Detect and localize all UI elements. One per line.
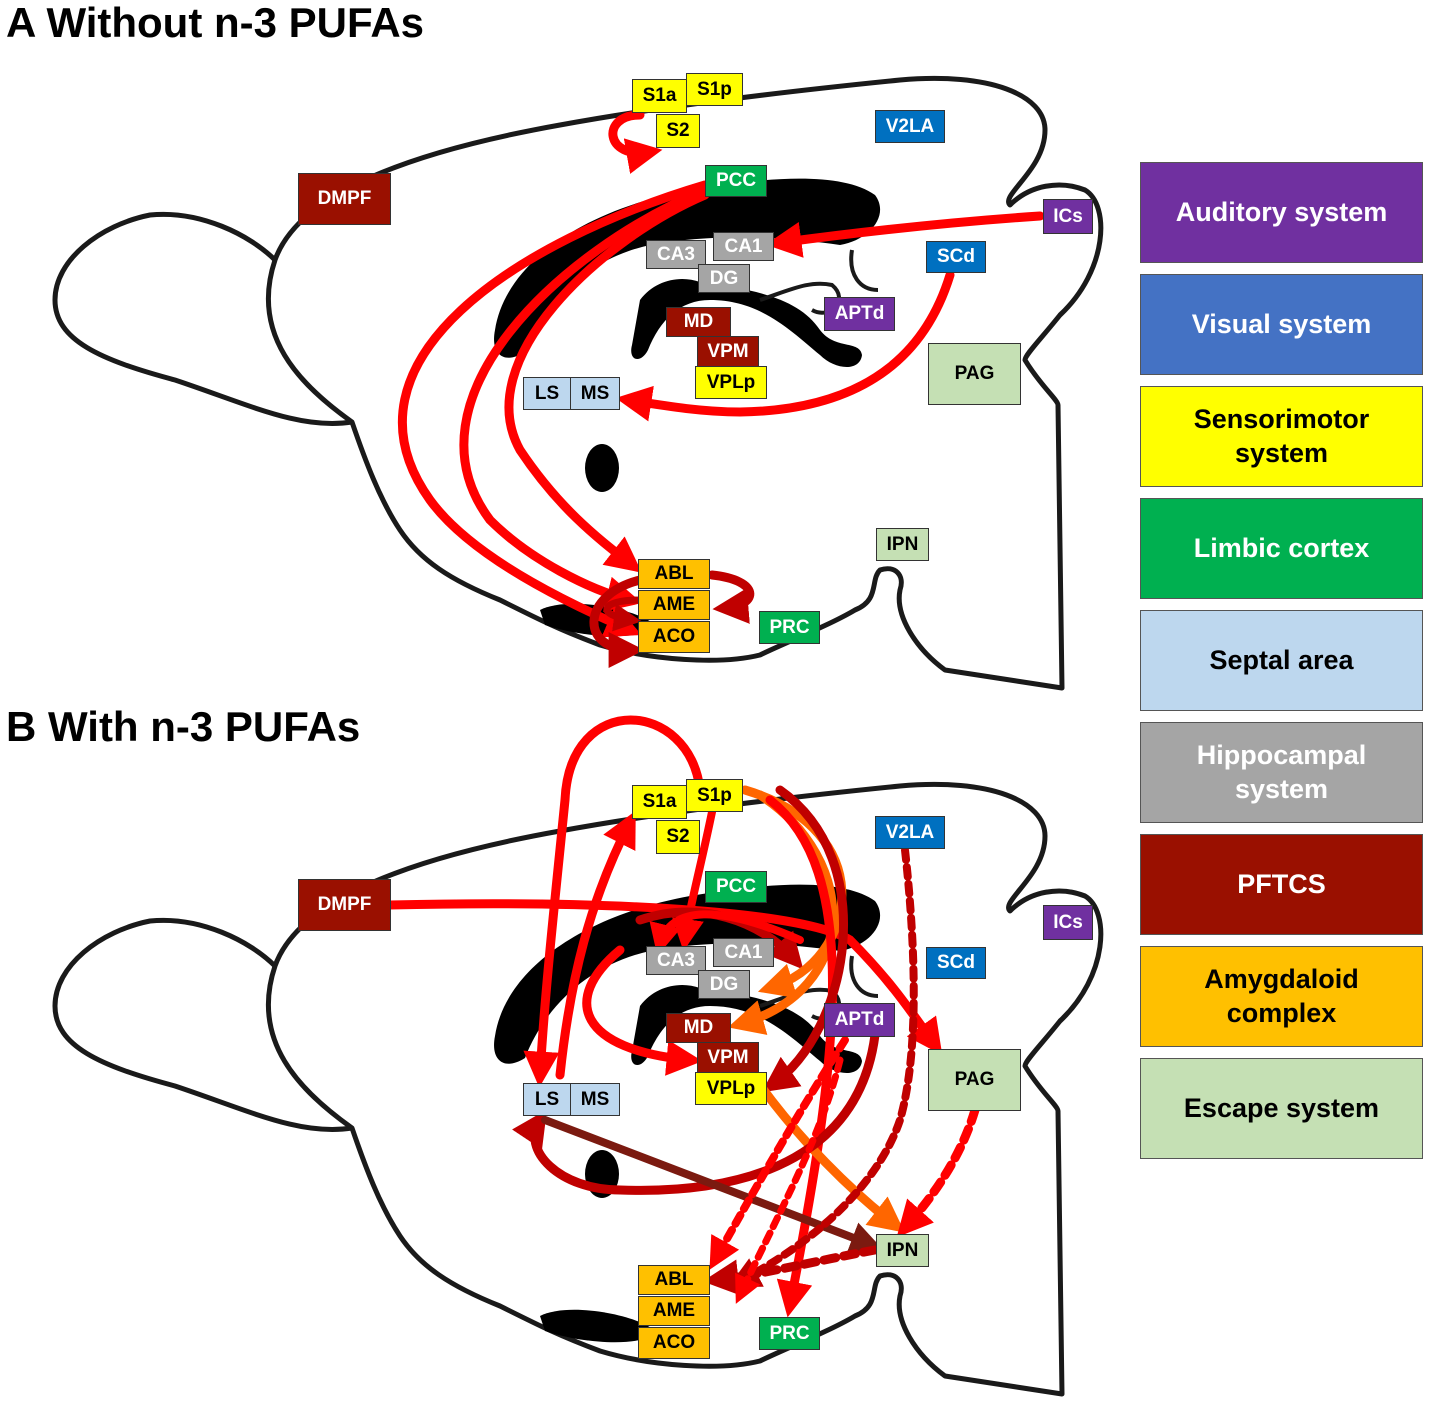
region-dmpf-a: DMPF xyxy=(298,173,391,225)
region-vplp-b: VPLp xyxy=(695,1072,767,1105)
connection-v2la-abl xyxy=(728,846,918,1288)
region-vpm-a: VPM xyxy=(697,336,759,367)
region-vplp-a: VPLp xyxy=(695,366,767,399)
legend-item-sensorimotor-system: Sensorimotor system xyxy=(1140,386,1423,487)
connection-ipn-abl xyxy=(702,1245,880,1296)
connection-pag-ipn xyxy=(896,1105,980,1238)
region-scd-b: SCd xyxy=(926,947,986,979)
region-abl-b: ABL xyxy=(638,1265,710,1295)
region-aco-a: ACO xyxy=(638,621,710,653)
region-scd-a: SCd xyxy=(926,241,986,273)
region-pcc-b: PCC xyxy=(705,871,767,903)
region-ls-a: LS xyxy=(523,377,571,410)
region-aptd-b: APTd xyxy=(824,1003,895,1037)
region-ics-a: ICs xyxy=(1043,199,1093,234)
region-ipn-b: IPN xyxy=(876,1234,929,1267)
region-ms-b: MS xyxy=(570,1083,620,1116)
region-dmpf-b: DMPF xyxy=(298,879,391,931)
panel-b-title: B With n-3 PUFAs xyxy=(6,703,361,750)
region-v2la-a: V2LA xyxy=(875,110,945,143)
connection-vplp-ipn xyxy=(755,1080,905,1233)
connections-panel-a xyxy=(397,110,1045,668)
region-aptd-a: APTd xyxy=(824,297,895,331)
region-ics-b: ICs xyxy=(1043,905,1093,940)
region-prc-a: PRC xyxy=(759,611,820,644)
connection-abl-aco-loop xyxy=(589,575,645,668)
region-prc-b: PRC xyxy=(759,1317,820,1350)
connection-ame-loop xyxy=(603,596,644,632)
region-s1a-a: S1a xyxy=(632,79,687,113)
region-ms-a: MS xyxy=(570,377,620,410)
legend-item-auditory-system: Auditory system xyxy=(1140,162,1423,263)
region-ame-a: AME xyxy=(638,590,710,620)
connection-dmpf-pag xyxy=(385,899,943,1056)
connection-scd-ls xyxy=(615,270,955,422)
legend-item-limbic-cortex: Limbic cortex xyxy=(1140,498,1423,599)
legend-item-escape-system: Escape system xyxy=(1140,1058,1423,1159)
region-s1p-b: S1p xyxy=(686,779,743,812)
legend-item-amygdaloid-complex: Amygdaloid complex xyxy=(1140,946,1423,1047)
legend-item-hippocampal-system: Hippocampal system xyxy=(1140,722,1423,823)
connection-s1p-ca3 xyxy=(672,808,716,952)
connection-aptd-abl xyxy=(709,1036,849,1270)
region-s2-b: S2 xyxy=(656,820,700,854)
region-s1a-b: S1a xyxy=(632,785,687,819)
region-pag-a: PAG xyxy=(928,343,1021,405)
region-ls-b: LS xyxy=(523,1083,571,1116)
connection-aptd-ame xyxy=(735,1056,844,1304)
region-aco-b: ACO xyxy=(638,1327,710,1359)
connection-abl-ame-loop xyxy=(707,570,755,624)
connection-s1p-ls xyxy=(523,715,705,1088)
region-abl-a: ABL xyxy=(638,559,710,589)
connection-ca1-ca3 xyxy=(649,910,804,956)
region-s1p-a: S1p xyxy=(686,73,743,106)
connection-ls-s1a xyxy=(555,810,636,1080)
connection-ls-ipn xyxy=(541,1116,883,1253)
legend-item-septal-area: Septal area xyxy=(1140,610,1423,711)
connection-aptd-ls xyxy=(512,1030,880,1195)
region-ca3-a: CA3 xyxy=(646,240,706,269)
legend-item-pftcs: PFTCS xyxy=(1140,834,1423,935)
connection-pcc-abl xyxy=(504,190,710,573)
region-dg-a: DG xyxy=(698,264,750,293)
region-ipn-a: IPN xyxy=(876,528,929,561)
connection-s1a-s2 xyxy=(608,110,663,174)
connection-pcc-ame xyxy=(459,185,710,612)
region-pag-b: PAG xyxy=(928,1049,1021,1111)
connection-s1p-vplp xyxy=(761,785,848,1093)
region-vpm-b: VPM xyxy=(697,1042,759,1073)
region-ame-b: AME xyxy=(638,1296,710,1326)
connection-ca3-vpm xyxy=(582,945,703,1076)
connections-panel-b xyxy=(385,715,980,1318)
legend-item-visual-system: Visual system xyxy=(1140,274,1423,375)
region-md-b: MD xyxy=(666,1013,731,1043)
region-s2-a: S2 xyxy=(656,114,700,148)
panel-a-title: A Without n-3 PUFAs xyxy=(6,0,425,46)
region-v2la-b: V2LA xyxy=(875,816,945,849)
region-ca1-a: CA1 xyxy=(713,232,774,261)
connection-pcc-aco xyxy=(397,180,710,638)
region-dg-b: DG xyxy=(698,970,750,999)
region-ca3-b: CA3 xyxy=(646,946,706,975)
region-pcc-a: PCC xyxy=(705,165,767,197)
connection-ics-ca1 xyxy=(765,211,1045,258)
region-ca1-b: CA1 xyxy=(713,938,774,967)
region-md-a: MD xyxy=(666,307,731,337)
